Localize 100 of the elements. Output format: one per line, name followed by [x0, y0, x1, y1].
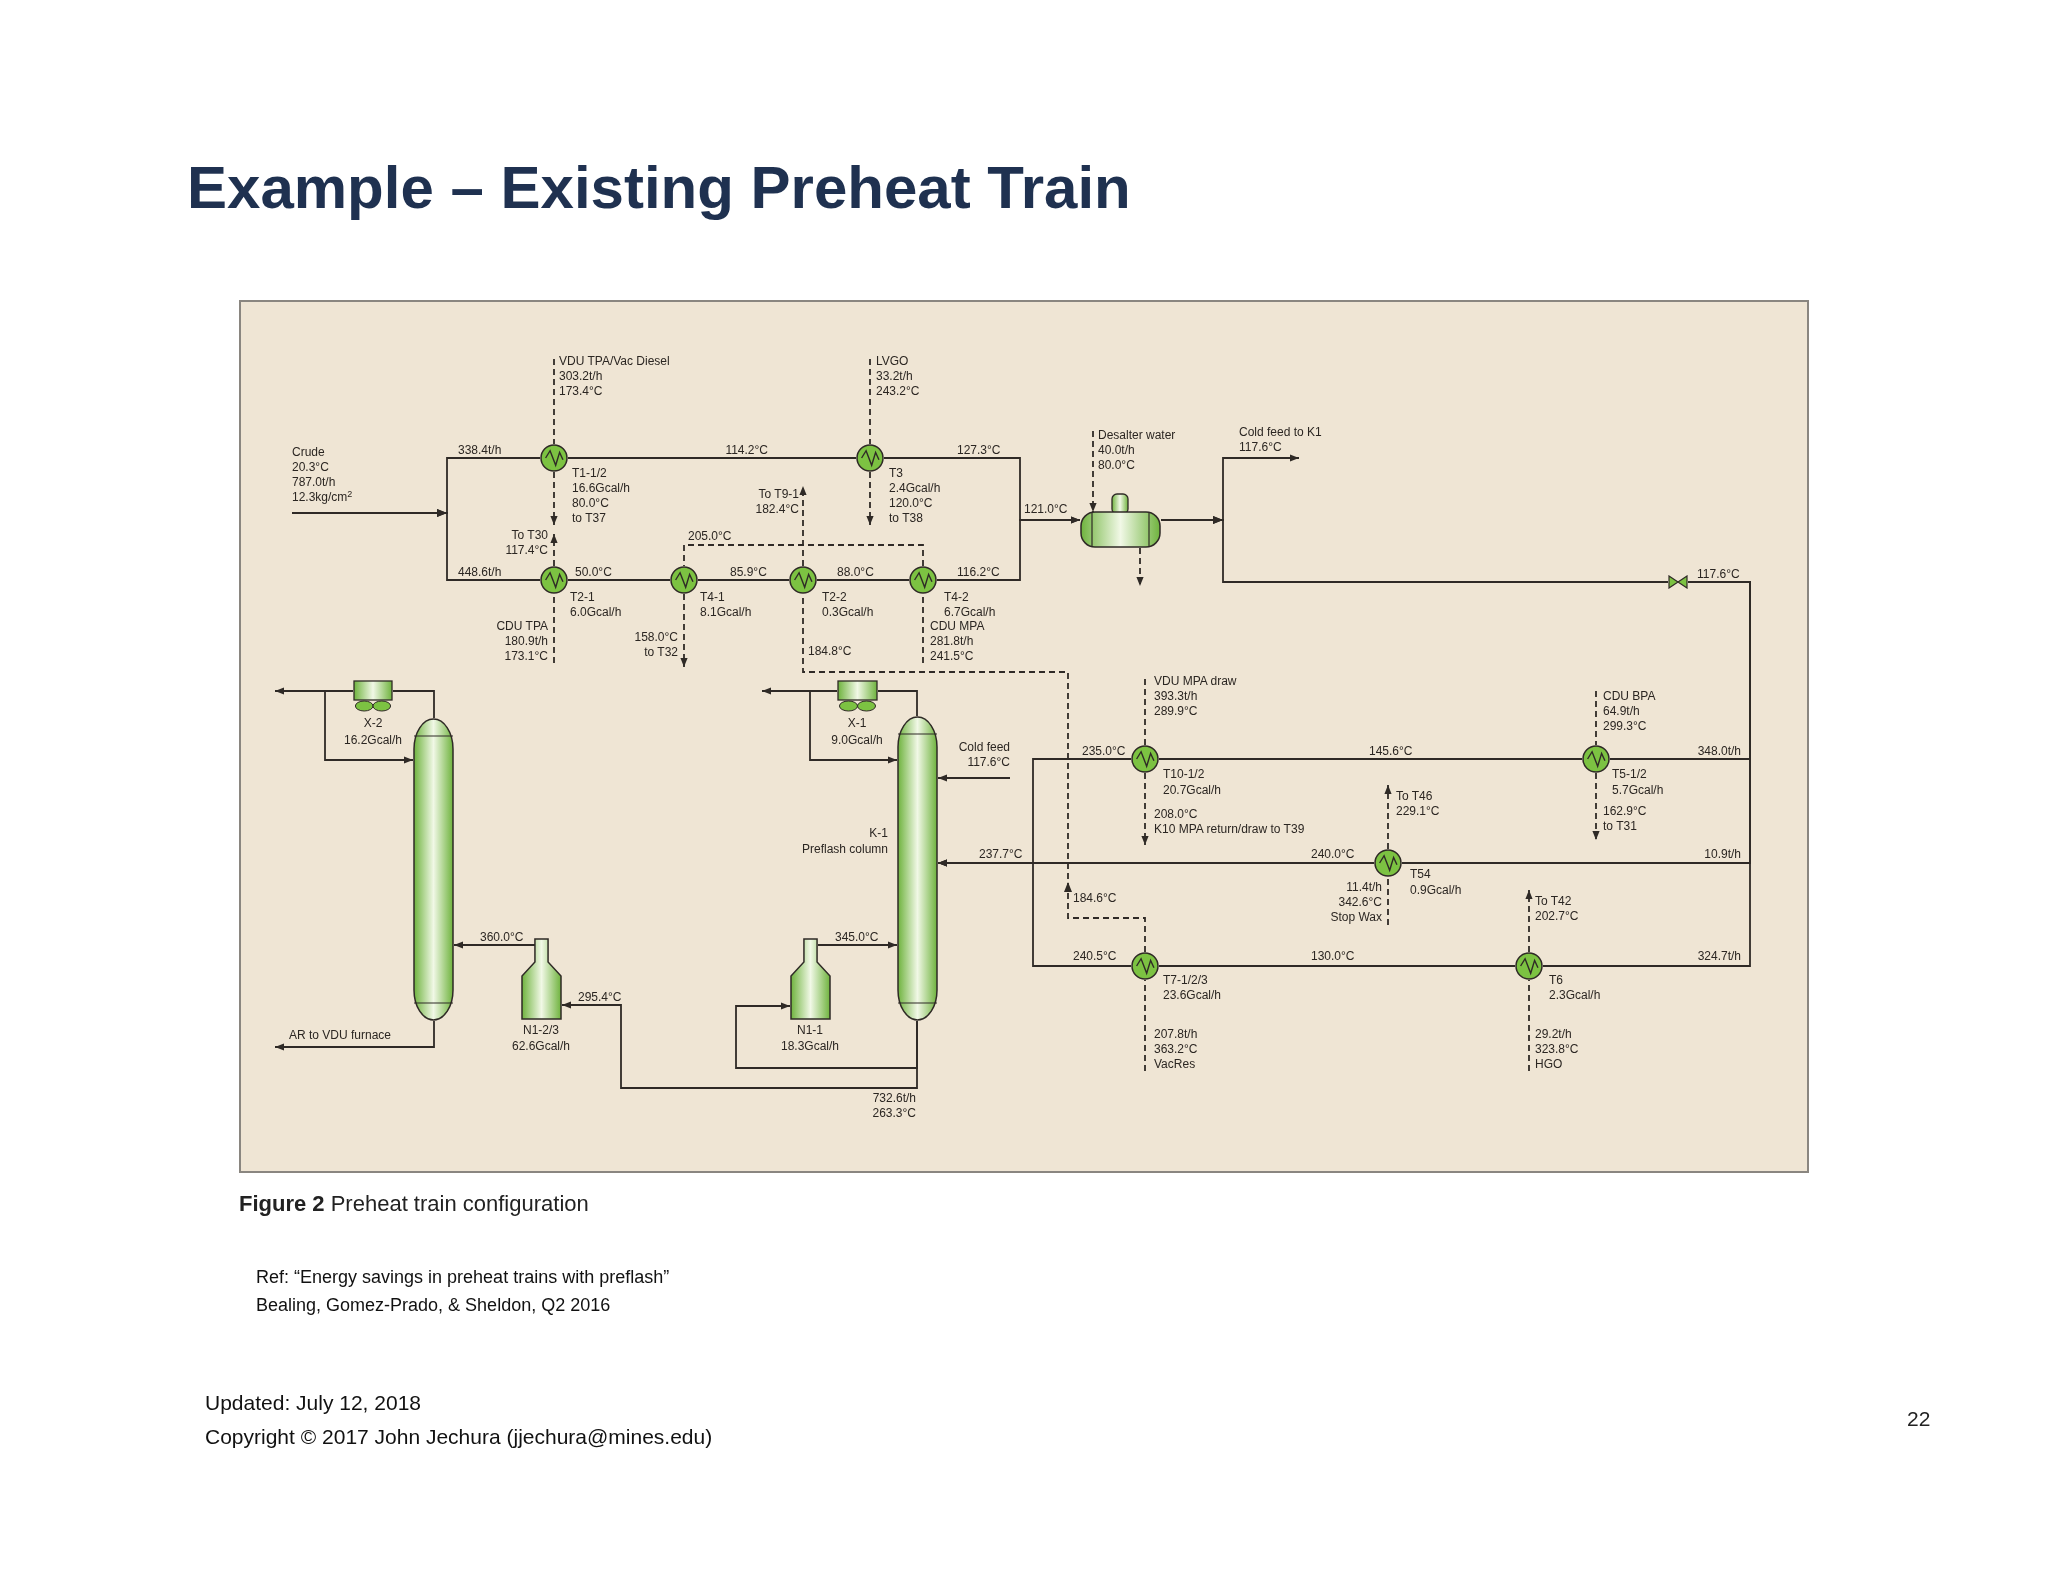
utility-stream-line	[1595, 690, 1597, 746]
air-cooler-symbol	[353, 680, 393, 712]
heat-exchanger-symbol	[1374, 849, 1402, 877]
stream-label: 338.4t/h	[458, 442, 502, 458]
equipment-label: N1-1	[797, 1022, 823, 1038]
stream-label: 448.6t/h	[458, 564, 502, 580]
stream-data-text: Desalter water 40.0t/h 80.0°C	[1093, 428, 1183, 475]
stream-label: 732.6t/h	[872, 1090, 916, 1106]
equipment-label: T54	[1410, 866, 1431, 882]
stream-label: 127.3°C	[957, 442, 1001, 458]
equipment-label: 5.7Gcal/h	[1612, 782, 1664, 798]
equipment-label: T2-1	[570, 589, 595, 605]
stream-label: 263.3°C	[872, 1105, 916, 1121]
footer-text: Updated: July 12, 2018	[205, 1390, 421, 1416]
process-line	[1158, 758, 1583, 760]
equipment-label: T10-1/2	[1163, 766, 1205, 782]
stream-data-text: To T30 117.4°C	[494, 528, 554, 560]
utility-stream-line	[1384, 784, 1392, 850]
stream-data-text: Cold feed to K1 117.6°C	[1239, 425, 1339, 458]
stream-label: 240.0°C	[1311, 846, 1355, 862]
stream-label: 145.6°C	[1369, 743, 1413, 759]
stream-label: 360.0°C	[480, 929, 524, 945]
footer-text: Copyright © 2017 John Jechura (jjechura@mines.edu)	[205, 1424, 713, 1450]
utility-stream-line	[799, 485, 807, 567]
stream-data-text: VDU TPA/Vac Diesel 303.2t/h 173.4°C	[554, 354, 684, 403]
stream-data-text: 162.9°C to T31	[1596, 804, 1656, 840]
valve-symbol	[1668, 575, 1688, 589]
utility-stream-line	[1387, 876, 1389, 926]
reference-text: Bealing, Gomez-Prado, & Sheldon, Q2 2016	[256, 1294, 611, 1316]
stream-data-text: 208.0°C K10 MPA return/draw to T39	[1145, 807, 1325, 845]
equipment-label: 18.3Gcal/h	[781, 1038, 839, 1054]
equipment-label: 8.1Gcal/h	[700, 604, 752, 620]
air-cooler-symbol	[837, 680, 878, 712]
equipment-label: 23.6Gcal/h	[1163, 987, 1222, 1003]
heat-exchanger-symbol	[670, 566, 698, 594]
equipment-label: T1-1/2	[572, 465, 607, 481]
utility-stream-line	[1136, 547, 1144, 587]
heat-exchanger-symbol	[540, 444, 568, 472]
utility-stream-line	[1525, 889, 1533, 953]
stream-label: 184.8°C	[808, 643, 852, 659]
stream-data-text: To T42 202.7°C	[1529, 890, 1589, 929]
reference-text: Ref: “Energy savings in preheat trains with preflash”	[256, 1266, 670, 1288]
stream-label: 237.7°C	[979, 846, 1023, 862]
heat-exchanger-symbol	[1515, 952, 1543, 980]
stream-label: 10.9t/h	[1704, 846, 1741, 862]
process-line	[567, 457, 857, 459]
utility-stream-line	[1144, 678, 1146, 746]
heat-exchanger-symbol	[1131, 952, 1159, 980]
utility-stream-line	[866, 471, 874, 526]
utility-stream-line	[1144, 979, 1146, 1072]
heat-exchanger-symbol	[789, 566, 817, 594]
equipment-label: T6	[1549, 972, 1563, 988]
stream-data-text: CDU MPA 281.8t/h 241.5°C	[923, 619, 993, 667]
equipment-label: 9.0Gcal/h	[831, 732, 883, 748]
stream-data-text: CDU TPA 180.9t/h 173.1°C	[484, 619, 554, 667]
equipment-label: X-1	[847, 715, 867, 731]
stream-label: 50.0°C	[575, 564, 612, 580]
stream-label: 205.0°C	[688, 528, 732, 544]
equipment-label: 16.2Gcal/h	[344, 732, 402, 748]
stream-label: 235.0°C	[1082, 743, 1126, 759]
stream-data-text: 158.0°C to T32	[624, 630, 684, 667]
equipment-label: Preflash column	[801, 841, 888, 857]
stream-data-text: 207.8t/h 363.2°C VacRes	[1145, 1027, 1215, 1073]
equipment-label: X-2	[363, 715, 383, 731]
stream-data-text: Crude 20.3°C 787.0t/h 12.3kg/cm$^{2}$	[292, 445, 402, 513]
stream-data-text: VDU MPA draw 393.3t/h 289.9°C	[1145, 674, 1245, 721]
stream-data-text: LVGO 33.2t/h 243.2°C	[870, 354, 940, 403]
stream-data-text: 29.2t/h 323.8°C HGO	[1529, 1027, 1589, 1073]
heat-exchanger-symbol	[856, 444, 884, 472]
stream-data-text: To T46 229.1°C	[1388, 785, 1448, 821]
process-line	[392, 690, 435, 719]
process-line	[809, 690, 898, 764]
stream-label: 348.0t/h	[1697, 743, 1741, 759]
heat-exchanger-symbol	[540, 566, 568, 594]
stream-data-text: To T9-1 182.4°C	[743, 486, 803, 519]
stream-label: 117.6°C	[1697, 566, 1740, 582]
stream-data-text: Cold feed 117.6°C	[940, 740, 1010, 778]
utility-stream-line	[1141, 772, 1149, 846]
equipment-label: 20.7Gcal/h	[1163, 782, 1222, 798]
stream-label: 85.9°C	[730, 564, 767, 580]
equipment-label: 0.3Gcal/h	[822, 604, 874, 620]
process-line	[567, 579, 671, 581]
process-line	[937, 774, 1011, 782]
utility-stream-line	[1089, 430, 1097, 513]
utility-stream-line	[683, 544, 924, 567]
utility-stream-line	[553, 358, 555, 445]
page-number: 22	[1907, 1406, 1931, 1432]
equipment-label: 6.0Gcal/h	[570, 604, 622, 620]
equipment-label: T4-2	[944, 589, 969, 605]
equipment-label: 2.4Gcal/h	[889, 480, 941, 496]
equipment-label: T4-1	[700, 589, 725, 605]
heat-exchanger-symbol	[909, 566, 937, 594]
stream-data-text: 80.0°C to T37	[554, 496, 614, 528]
desalter-drum	[1080, 493, 1161, 548]
stream-label: 114.2°C	[725, 442, 768, 458]
process-line	[1542, 581, 1751, 967]
utility-stream-line	[680, 593, 688, 668]
stream-label: 184.6°C	[1073, 890, 1117, 906]
equipment-label: 6.7Gcal/h	[944, 604, 996, 620]
process-line	[937, 859, 1132, 967]
